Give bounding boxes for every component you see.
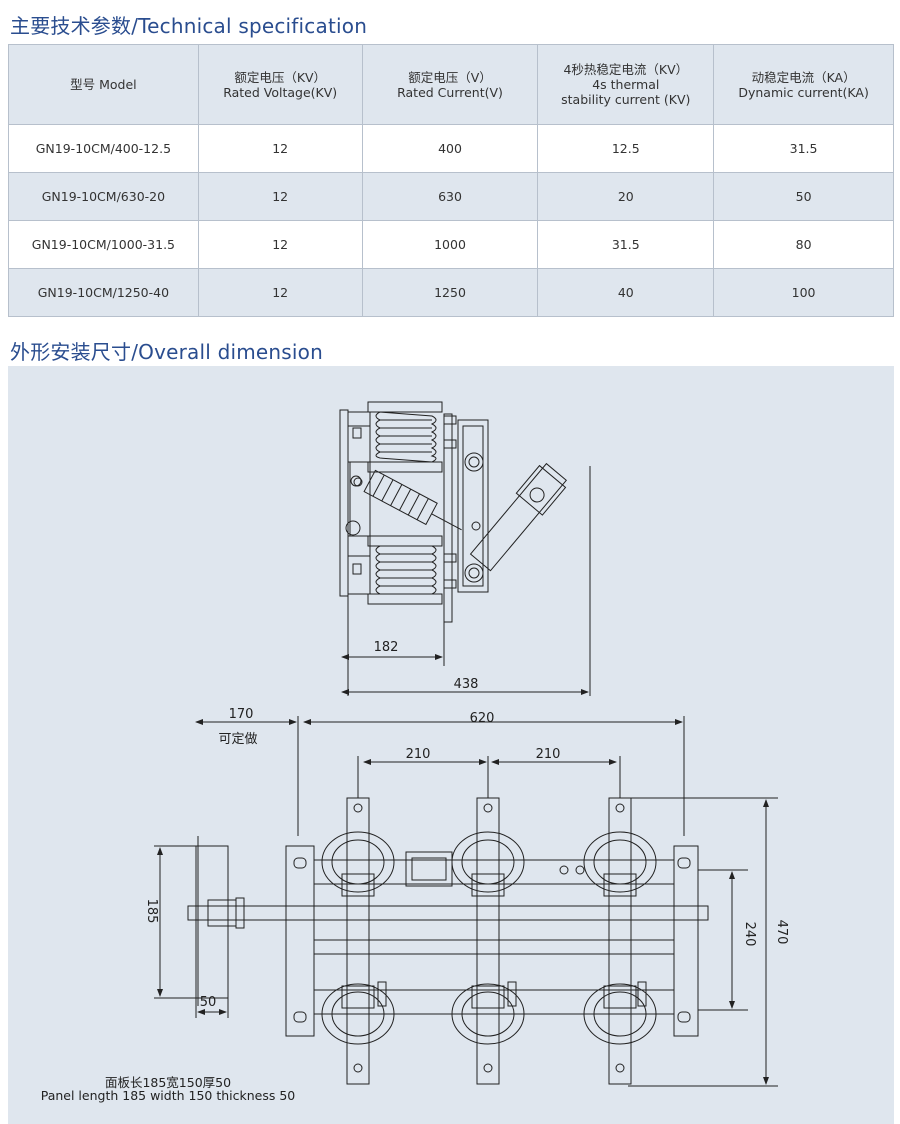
cell-dynamic: 50 xyxy=(713,172,894,221)
header-rated-voltage: 额定电压（KV）Rated Voltage(KV) xyxy=(197,44,363,125)
cell-dynamic: 100 xyxy=(713,268,894,317)
lower-insulator-icon xyxy=(367,535,443,605)
phase-c-pole-shape xyxy=(583,797,657,1085)
cell-model: GN19-10CM/400-12.5 xyxy=(8,124,199,173)
dim-50-label: 50 xyxy=(200,995,217,1010)
cell-voltage: 12 xyxy=(197,220,363,269)
side-view-drawing xyxy=(339,401,591,696)
optional-note-label: 可定做 xyxy=(218,732,257,747)
table-row: GN19-10CM/400-12.5 12 400 12.5 31.5 xyxy=(8,124,894,173)
dim-620-label: 620 xyxy=(470,711,495,726)
table-row: GN19-10CM/1250-40 12 1250 40 100 xyxy=(8,268,894,317)
cell-dynamic: 31.5 xyxy=(713,124,894,173)
dim-170-label: 170 xyxy=(229,707,254,722)
cell-voltage: 12 xyxy=(197,268,363,317)
header-model: 型号 Model xyxy=(8,44,199,125)
front-view-dimensions: 170 可定做 620 210 210 185 50 240 470 xyxy=(144,707,789,1085)
cell-thermal: 31.5 xyxy=(537,220,715,269)
dimension-drawing-panel: 182 438 xyxy=(8,366,894,1124)
cell-thermal: 20 xyxy=(537,172,715,221)
cell-model: GN19-10CM/1000-31.5 xyxy=(8,220,199,269)
cell-current: 1000 xyxy=(361,220,539,269)
technical-drawing: 182 438 xyxy=(144,401,789,1087)
operating-insulator-icon xyxy=(363,469,462,531)
dim-210-right-label: 210 xyxy=(536,747,561,762)
dim-240-label: 240 xyxy=(742,922,757,947)
cell-voltage: 12 xyxy=(197,124,363,173)
header-dynamic-current: 动稳定电流（KA）Dynamic current(KA) xyxy=(713,44,894,125)
dim-182-label: 182 xyxy=(374,640,399,655)
cell-current: 400 xyxy=(361,124,539,173)
dim-185-label: 185 xyxy=(144,899,159,924)
dimension-section-title: 外形安装尺寸/Overall dimension xyxy=(10,340,323,364)
cell-current: 630 xyxy=(361,172,539,221)
spec-section-title: 主要技术参数/Technical specification xyxy=(10,14,368,38)
panel-note-en: Panel length 185 width 150 thickness 50 xyxy=(40,1088,296,1103)
header-rated-current: 额定电压（V）Rated Current(V) xyxy=(361,44,539,125)
nameplate-shape xyxy=(405,851,453,887)
phase-b-pole-shape xyxy=(451,797,525,1085)
side-view-dimensions: 182 438 xyxy=(341,640,589,695)
cell-model: GN19-10CM/630-20 xyxy=(8,172,199,221)
cell-thermal: 40 xyxy=(537,268,715,317)
dim-438-label: 438 xyxy=(454,677,479,692)
upper-insulator-icon xyxy=(367,401,443,473)
cell-voltage: 12 xyxy=(197,172,363,221)
dim-210-left-label: 210 xyxy=(406,747,431,762)
table-row: GN19-10CM/1000-31.5 12 1000 31.5 80 xyxy=(8,220,894,269)
front-view-drawing xyxy=(154,716,778,1087)
cell-thermal: 12.5 xyxy=(537,124,715,173)
panel-note-zh: 面板长185宽150厚50 xyxy=(104,1075,232,1090)
phase-a-pole-shape xyxy=(321,797,395,1085)
table-row: GN19-10CM/630-20 12 630 20 50 xyxy=(8,172,894,221)
cell-dynamic: 80 xyxy=(713,220,894,269)
spec-table: 型号 Model 额定电压（KV）Rated Voltage(KV) 额定电压（… xyxy=(8,44,894,317)
cell-current: 1250 xyxy=(361,268,539,317)
cell-model: GN19-10CM/1250-40 xyxy=(8,268,199,317)
optional-panel-shape xyxy=(195,845,229,999)
spec-table-header-row: 型号 Model 额定电压（KV）Rated Voltage(KV) 额定电压（… xyxy=(8,44,894,125)
dim-470-label: 470 xyxy=(774,920,789,945)
